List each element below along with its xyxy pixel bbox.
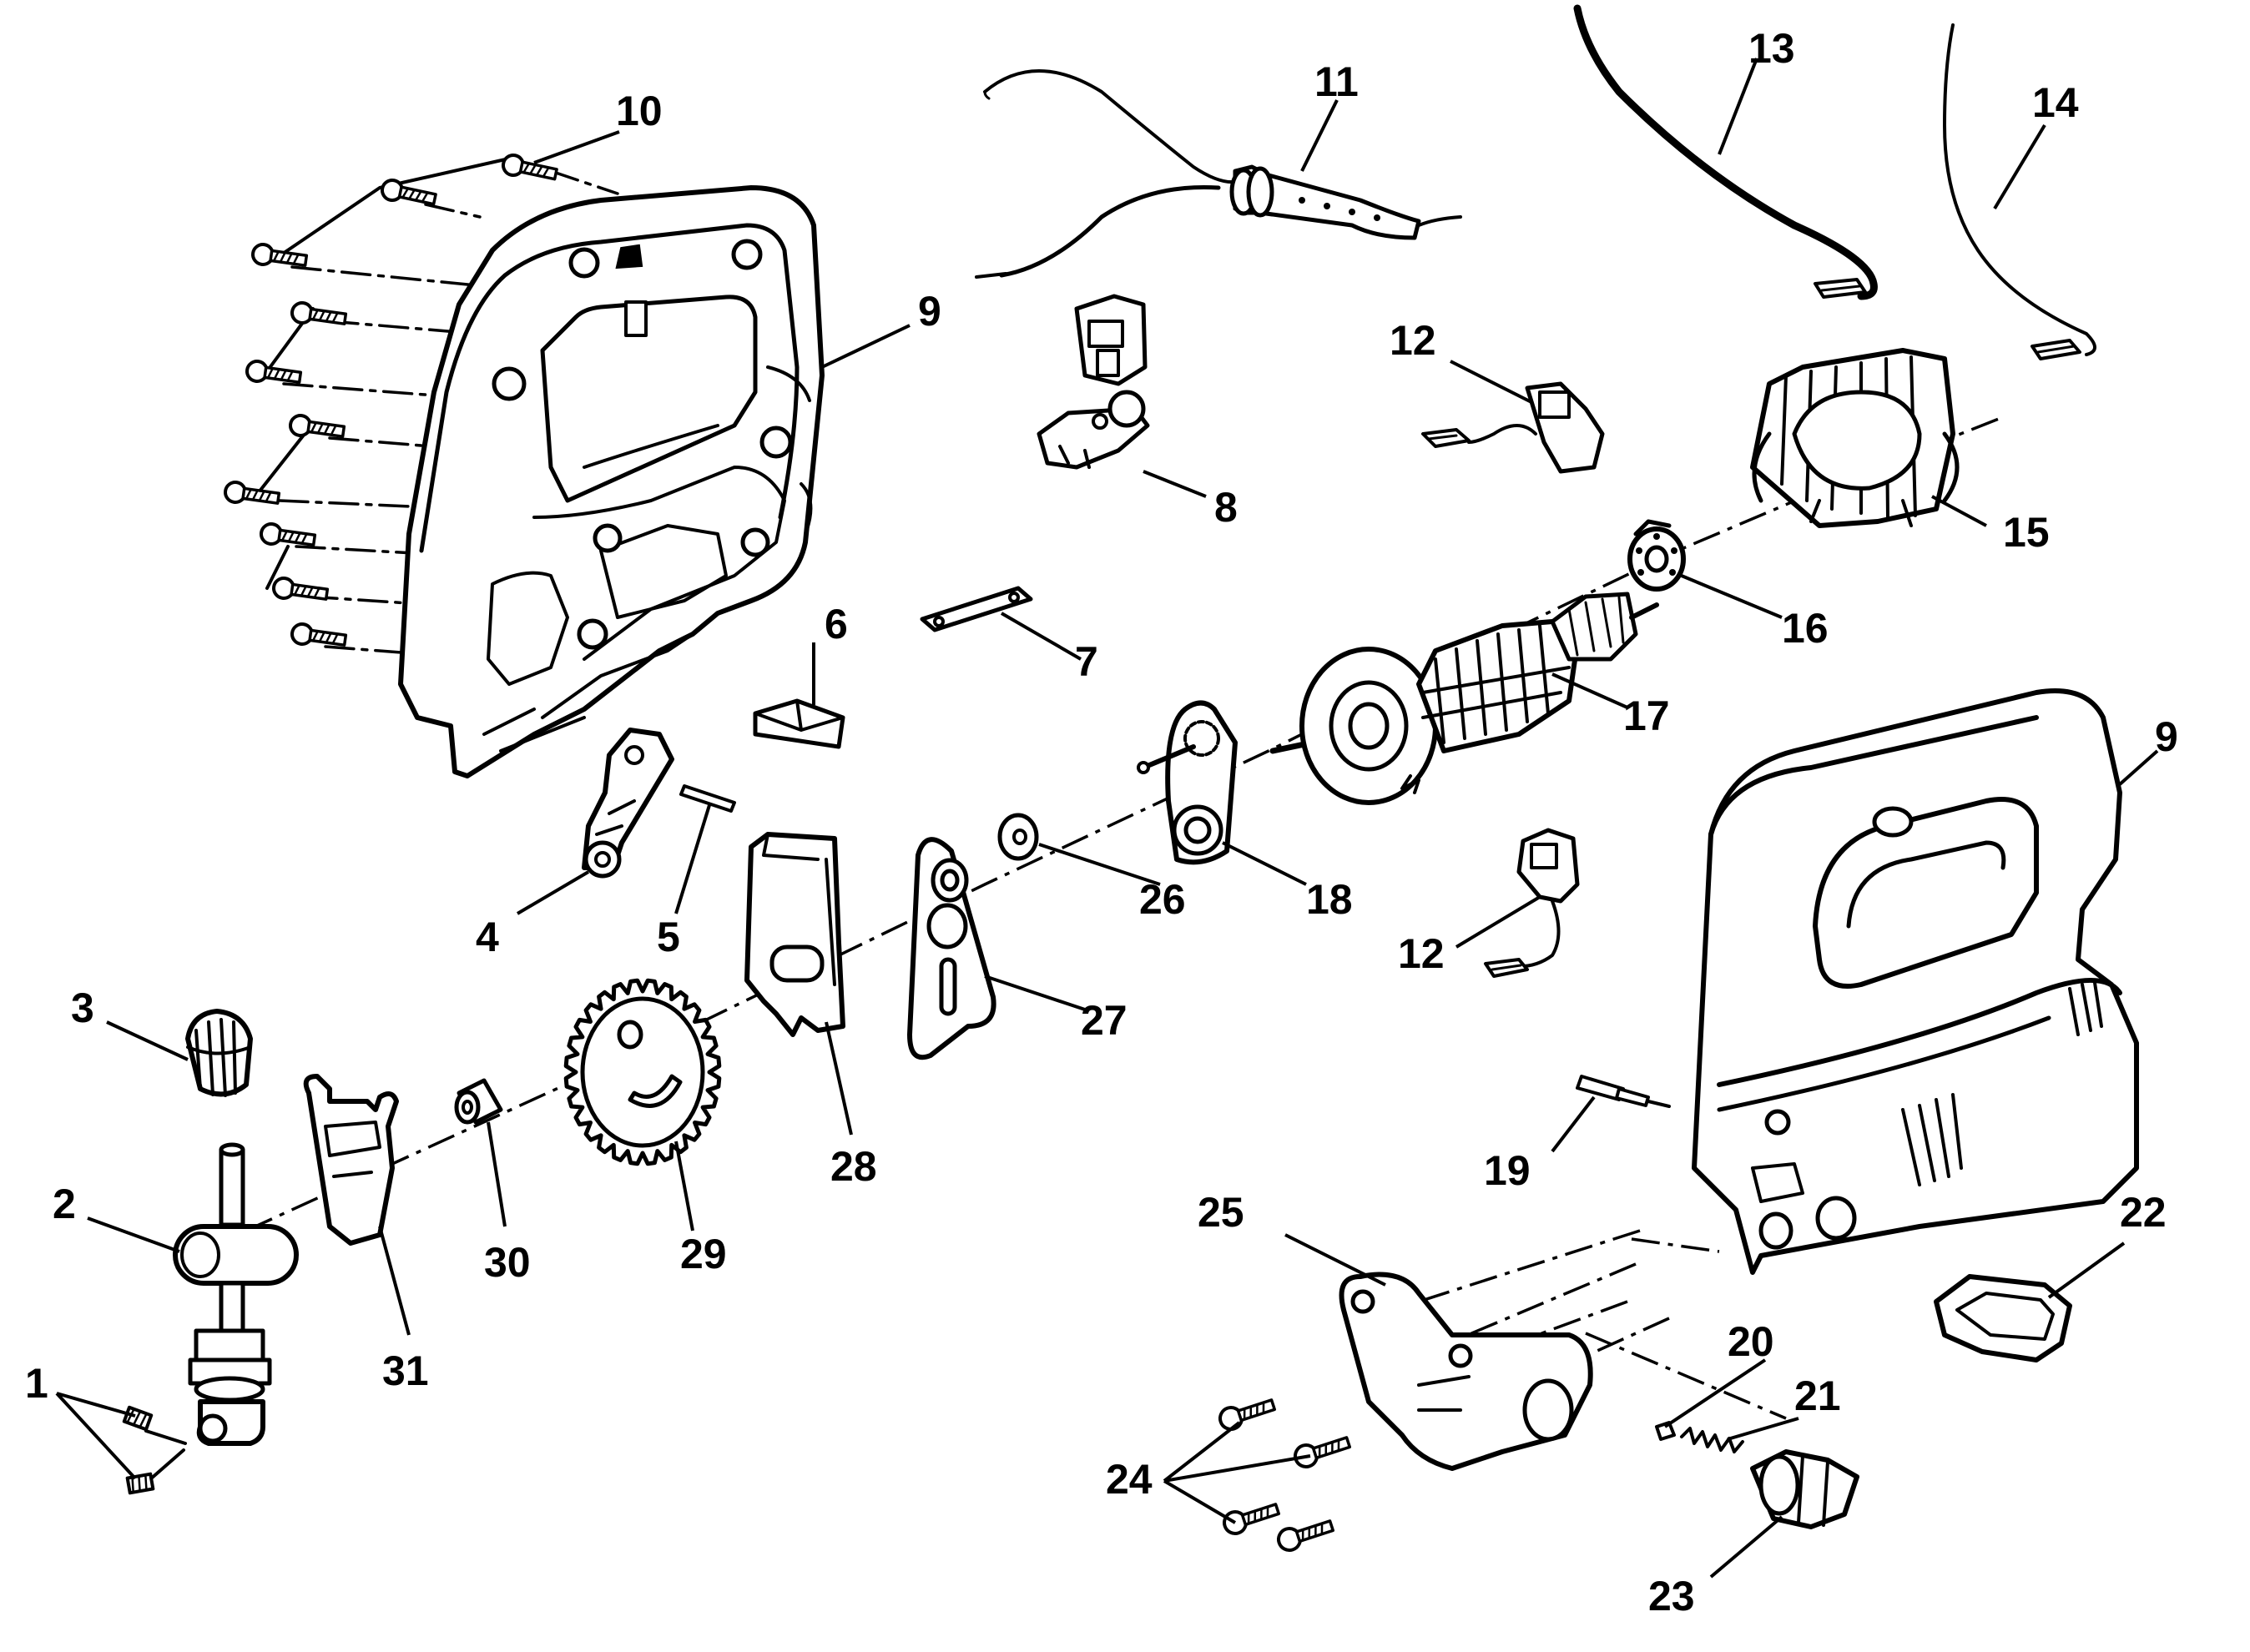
part-12-brush-holder-upper	[1421, 381, 1605, 474]
part-22-base-cover	[1934, 1274, 2072, 1362]
callout-12a: 12	[1390, 317, 1436, 364]
part-18-gear-plate	[1137, 700, 1238, 865]
callout-23: 23	[1648, 1573, 1695, 1619]
part-21-spring	[1680, 1427, 1744, 1453]
callout-25: 25	[1198, 1189, 1244, 1236]
callout-20: 20	[1728, 1318, 1774, 1365]
part-17-armature	[1269, 592, 1659, 805]
callout-18: 18	[1306, 876, 1353, 923]
part-19-pin	[1576, 1075, 1671, 1108]
callout-5: 5	[657, 914, 680, 960]
part-25-cover	[1339, 1272, 1593, 1471]
part-26-washer	[997, 813, 1039, 861]
part-11-power-cord	[975, 69, 1462, 279]
callout-7: 7	[1075, 638, 1098, 685]
callout-3: 3	[71, 985, 94, 1031]
part-30-spacer	[454, 1078, 503, 1125]
callout-16: 16	[1782, 605, 1829, 652]
part-27-guide-plate	[907, 837, 996, 1060]
part-8-switch	[1037, 294, 1150, 470]
part-12-brush-holder-lower	[1484, 828, 1580, 978]
part-13-lead-wire	[1573, 4, 1878, 300]
callout-9a: 9	[918, 288, 941, 335]
callout-4: 4	[476, 914, 499, 960]
callout-24: 24	[1106, 1456, 1153, 1503]
leader-lines	[55, 58, 2159, 1579]
part-16-bearing	[1627, 519, 1686, 592]
callout-11: 11	[1314, 58, 1359, 105]
callout-8: 8	[1214, 484, 1238, 531]
callout-6: 6	[825, 601, 848, 647]
callout-30: 30	[484, 1239, 531, 1286]
callout-9b: 9	[2155, 713, 2178, 760]
part-23-knob	[1750, 1449, 1859, 1529]
callout-19: 19	[1484, 1147, 1531, 1194]
part-28-bracket	[744, 832, 845, 1037]
part-6-block	[753, 698, 845, 749]
callout-1: 1	[25, 1360, 48, 1407]
part-4-lever	[582, 728, 674, 879]
part-20-pin	[1655, 1421, 1676, 1441]
screw-shapes	[224, 154, 558, 647]
callout-labels: 1 2 3 4 5 6 7 8 9 9 10 11 12 12 13 14 15…	[25, 25, 2178, 1619]
part-3-knob	[185, 1009, 253, 1097]
part-15-field-stator	[1750, 348, 1960, 528]
callout-28: 28	[830, 1143, 877, 1190]
part-1-set-screws	[122, 1405, 187, 1495]
callout-2: 2	[53, 1181, 76, 1227]
part-24-cover-screws	[1218, 1398, 1352, 1552]
part-7-plate	[920, 586, 1033, 632]
callout-21: 21	[1794, 1372, 1841, 1419]
part-29-large-gear	[563, 978, 722, 1166]
callout-14: 14	[2032, 79, 2079, 126]
callout-17: 17	[1623, 693, 1670, 739]
callout-15: 15	[2003, 509, 2050, 556]
callout-22: 22	[2120, 1189, 2167, 1236]
part-9-housing-right	[1692, 688, 2139, 1275]
callout-31: 31	[382, 1347, 429, 1394]
part-2-lock-assembly	[173, 1142, 299, 1446]
part-5-pin	[679, 784, 736, 813]
callout-26: 26	[1139, 876, 1186, 923]
callout-27: 27	[1081, 997, 1128, 1044]
part-14-lead-wire	[1943, 23, 2096, 360]
callout-29: 29	[680, 1231, 727, 1277]
callout-10: 10	[616, 88, 663, 134]
callout-12b: 12	[1398, 930, 1445, 977]
part-31-clamp	[303, 1074, 399, 1246]
part-10-housing-screws	[224, 154, 619, 657]
callout-13: 13	[1748, 25, 1795, 72]
part-9-housing-left	[398, 185, 825, 778]
